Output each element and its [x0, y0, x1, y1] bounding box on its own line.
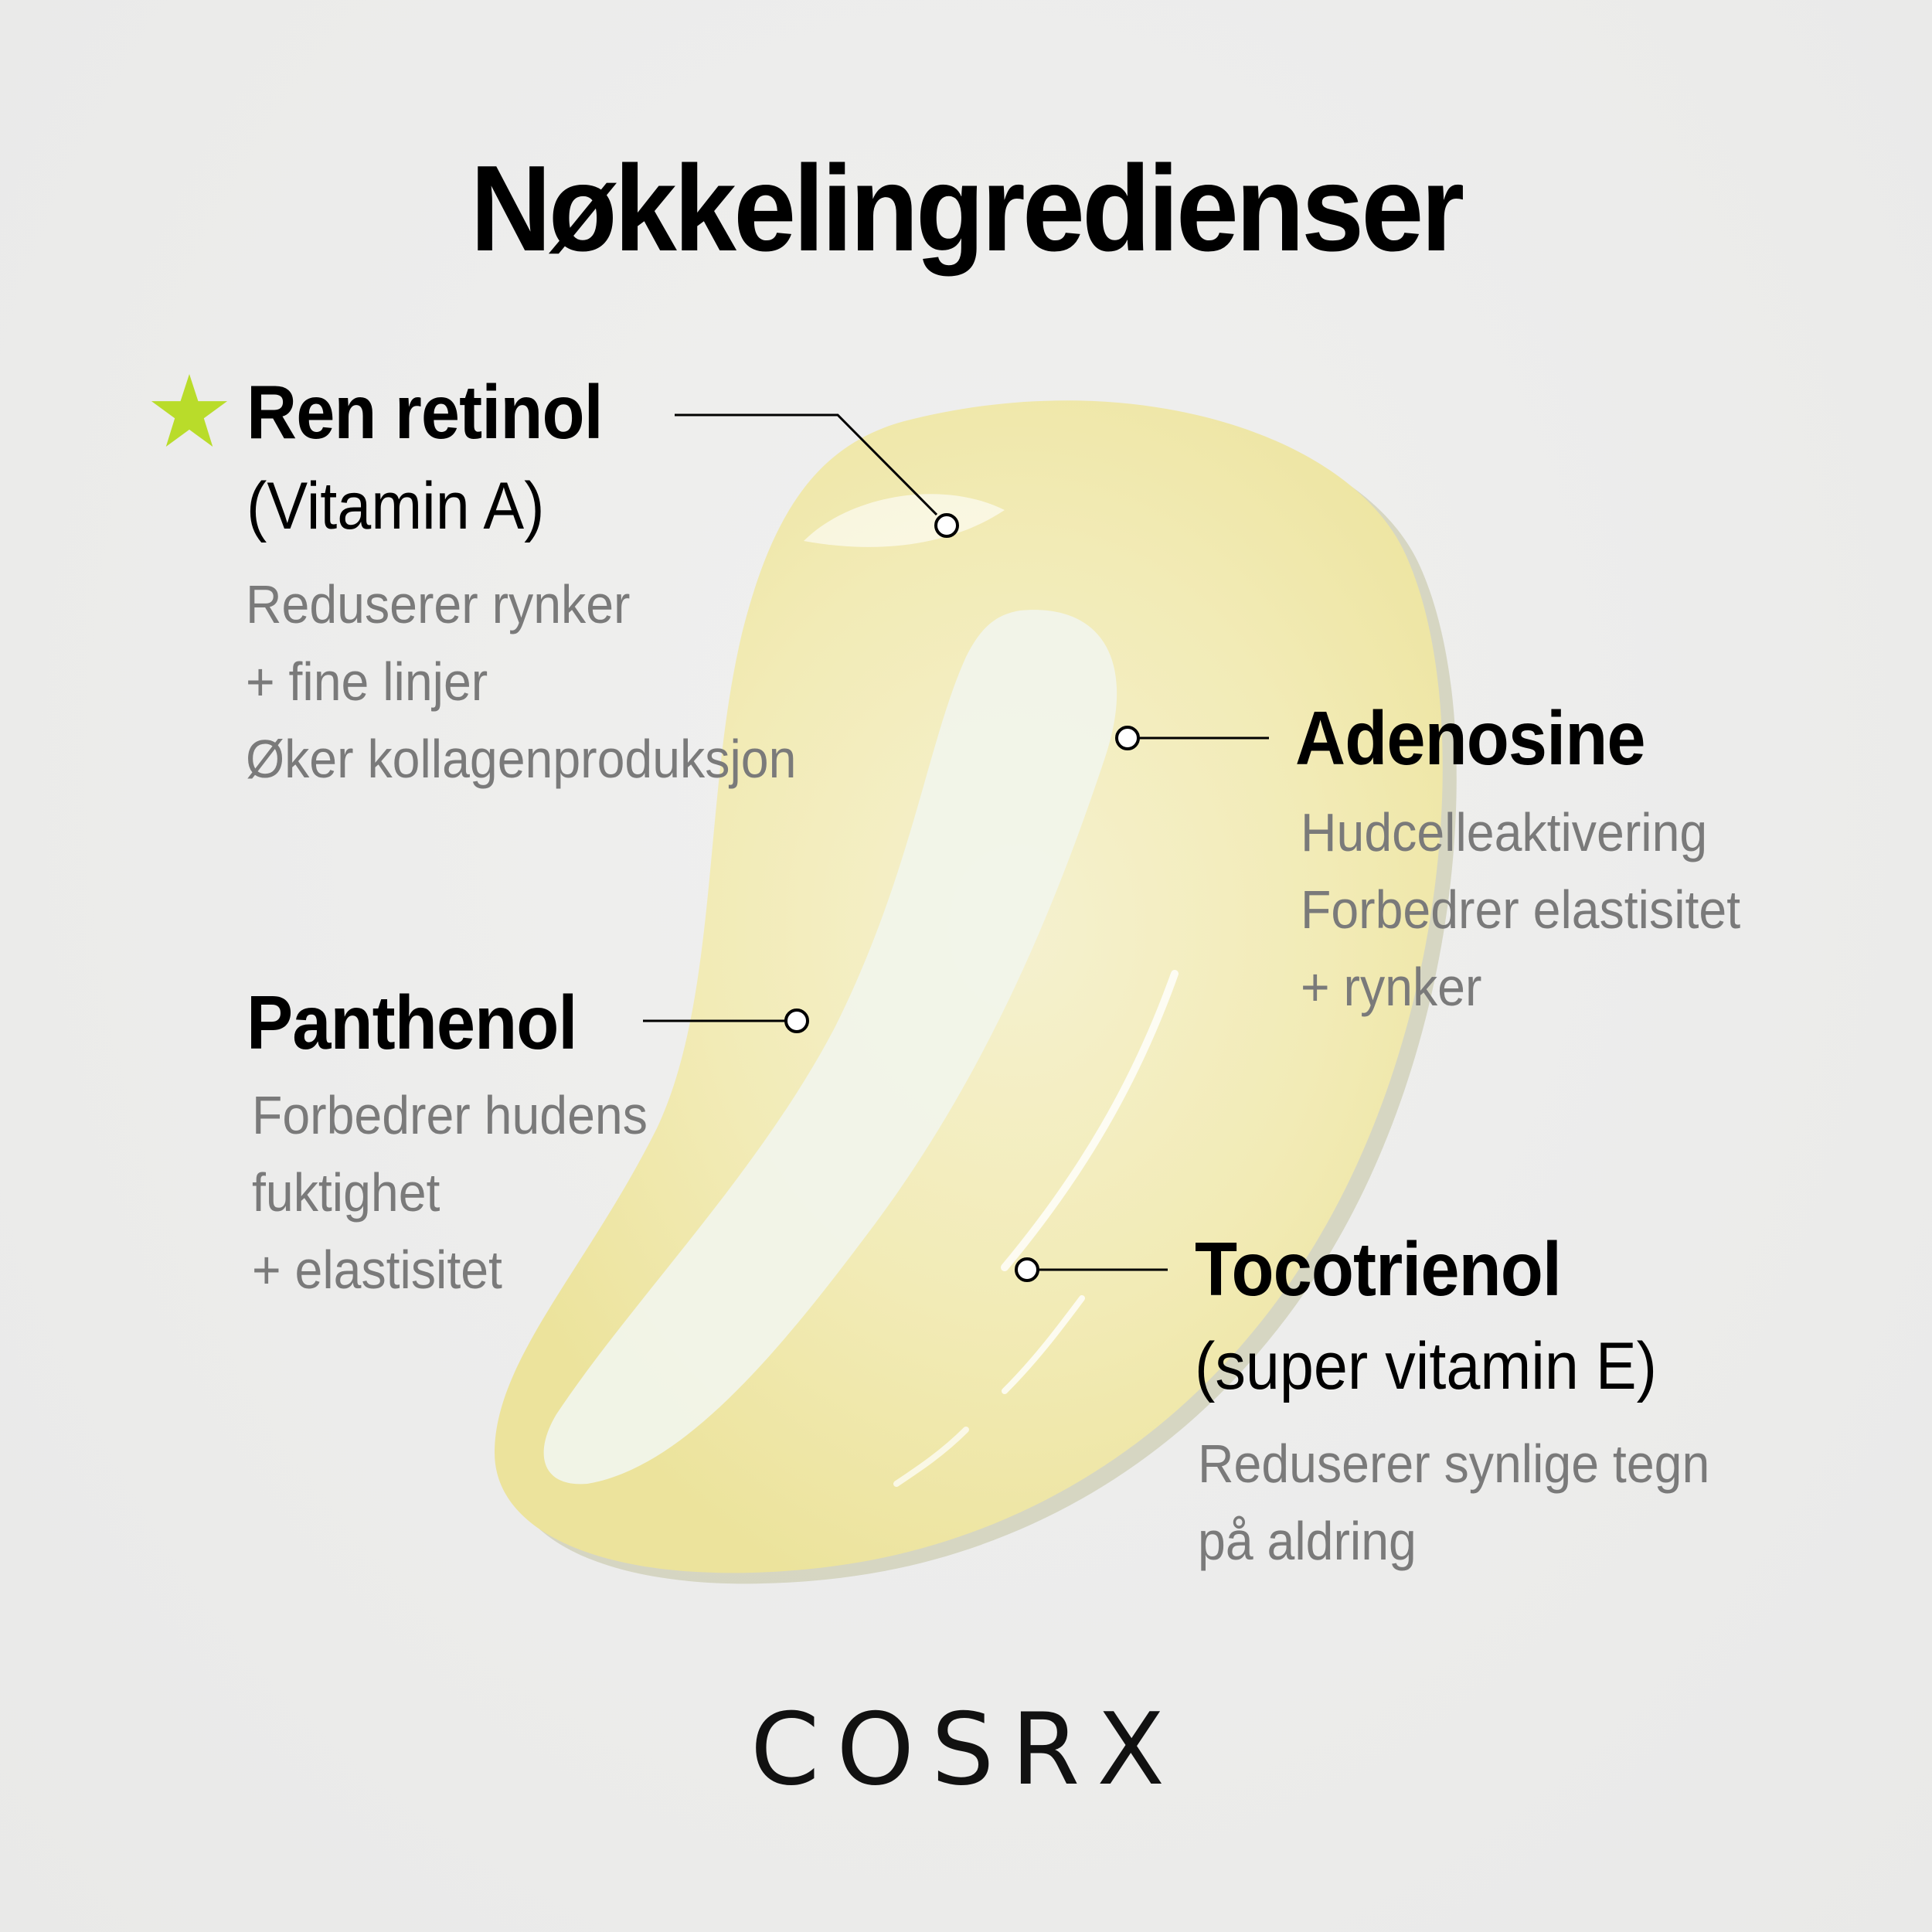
star-icon	[151, 374, 228, 451]
ingredient-desc-panthenol-1: Forbedrer hudens	[252, 1085, 648, 1145]
tocotrienol-callout-dot	[1015, 1257, 1039, 1282]
ingredient-desc-retinol-2: + fine linjer	[246, 651, 488, 712]
ingredient-name-panthenol: Panthenol	[247, 980, 577, 1065]
ingredient-name-tocotrienol: Tocotrienol	[1195, 1226, 1562, 1311]
ingredient-desc-adenosine-2: Forbedrer elastisitet	[1301, 879, 1741, 940]
retinol-callout-dot	[934, 513, 959, 538]
adenosine-callout-dot	[1115, 726, 1140, 750]
ingredient-desc-retinol-1: Reduserer rynker	[246, 574, 631, 634]
ingredient-desc-adenosine-3: + rynker	[1301, 957, 1482, 1017]
ingredient-desc-tocotrienol-1: Reduserer synlige tegn	[1198, 1434, 1710, 1494]
retinol-callout-line	[675, 413, 938, 516]
panthenol-callout-dot	[784, 1009, 809, 1033]
ingredient-subtitle-tocotrienol: (super vitamin E)	[1195, 1329, 1657, 1403]
ingredient-name-adenosine: Adenosine	[1295, 696, 1646, 781]
ingredient-name-retinol: Ren retinol	[247, 369, 604, 454]
ingredient-desc-panthenol-3: + elastisitet	[252, 1240, 502, 1300]
ingredient-subtitle-retinol: (Vitamin A)	[247, 469, 545, 543]
ingredient-desc-adenosine-1: Hudcelleaktivering	[1301, 802, 1708, 862]
ingredient-desc-tocotrienol-2: på aldring	[1198, 1511, 1417, 1571]
ingredient-desc-retinol-3: Øker kollagenproduksjon	[246, 729, 797, 789]
brand-logo: COSRX	[750, 1692, 1182, 1808]
page-title: Nøkkelingredienser	[470, 141, 1465, 277]
ingredient-desc-panthenol-2: fuktighet	[252, 1162, 440, 1223]
